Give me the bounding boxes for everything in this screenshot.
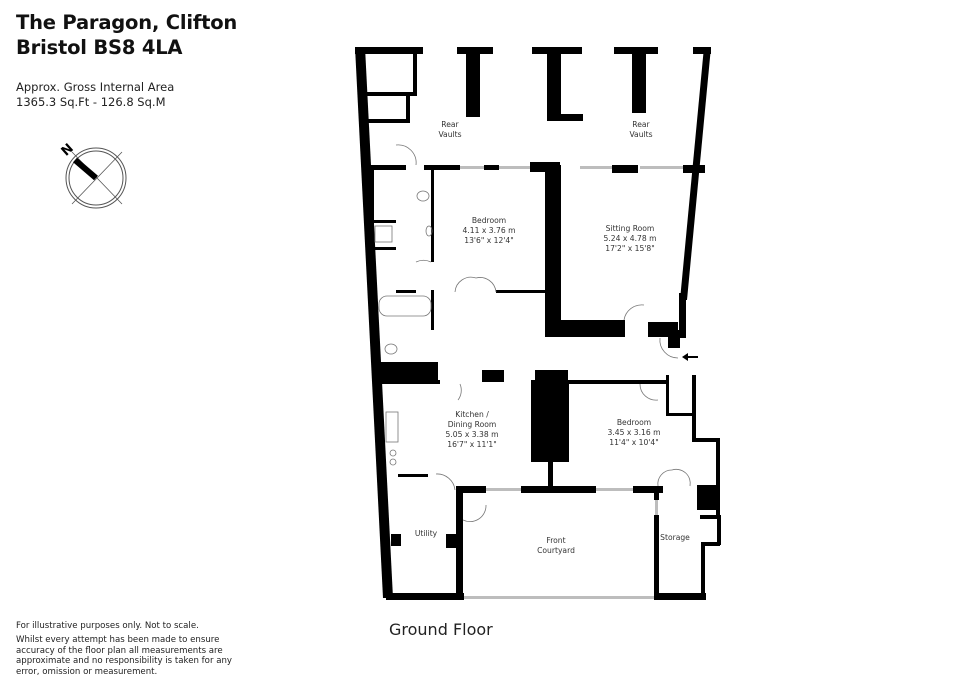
bedroom2-metric: 3.45 x 3.16 m <box>608 428 661 437</box>
fixtures <box>374 190 433 466</box>
gross-internal-area: Approx. Gross Internal Area 1365.3 Sq.Ft… <box>16 80 174 110</box>
room-labels: Rear Vaults Rear Vaults Bedroom 4.11 x 3… <box>415 120 690 555</box>
kitchen-imperial: 16'7" x 11'1" <box>447 440 496 449</box>
kitchen-name2: Dining Room <box>448 420 497 429</box>
compass-icon: N <box>59 141 127 209</box>
toilet-icon <box>416 190 430 202</box>
floor-label: Ground Floor <box>389 620 493 639</box>
storage-name: Storage <box>660 533 690 542</box>
walls <box>355 47 721 600</box>
property-address: The Paragon, Clifton Bristol BS8 4LA <box>16 10 237 60</box>
shower-icon <box>374 225 393 243</box>
sitting-room-metric: 5.24 x 4.78 m <box>604 234 657 243</box>
bedroom2-imperial: 11'4" x 10'4" <box>609 438 658 447</box>
bedroom2-name: Bedroom <box>617 418 651 427</box>
bedroom1-name: Bedroom <box>472 216 506 225</box>
basin-icon <box>425 225 433 237</box>
hob-icon <box>389 449 397 457</box>
title-line-2: Bristol BS8 4LA <box>16 36 183 59</box>
sink-icon <box>385 411 399 443</box>
sitting-room-imperial: 17'2" x 15'8" <box>605 244 654 253</box>
toilet-icon-2 <box>384 343 398 355</box>
title-line-1: The Paragon, Clifton <box>16 11 238 34</box>
front-courtyard-name: Front <box>546 536 565 545</box>
rear-vaults-right-label: Rear <box>632 120 650 129</box>
disclaimer-long: Whilst every attempt has been made to en… <box>16 635 233 677</box>
bath-icon <box>378 295 432 317</box>
entrance-arrow-icon <box>682 353 698 361</box>
svg-text:Courtyard: Courtyard <box>537 546 575 555</box>
doors <box>395 144 691 523</box>
svg-text:Vaults: Vaults <box>438 130 461 139</box>
bedroom1-imperial: 13'6" x 12'4" <box>464 236 513 245</box>
kitchen-name: Kitchen / <box>455 410 489 419</box>
sitting-room-name: Sitting Room <box>606 224 655 233</box>
bedroom1-metric: 4.11 x 3.76 m <box>463 226 516 235</box>
disclaimer-short: For illustrative purposes only. Not to s… <box>16 621 199 631</box>
area-label: Approx. Gross Internal Area <box>16 80 175 94</box>
north-label: N <box>59 141 77 159</box>
utility-name: Utility <box>415 529 438 538</box>
kitchen-metric: 5.05 x 3.38 m <box>446 430 499 439</box>
area-value: 1365.3 Sq.Ft - 126.8 Sq.M <box>16 95 166 109</box>
rear-vaults-left-label: Rear <box>441 120 459 129</box>
svg-text:Vaults: Vaults <box>629 130 652 139</box>
